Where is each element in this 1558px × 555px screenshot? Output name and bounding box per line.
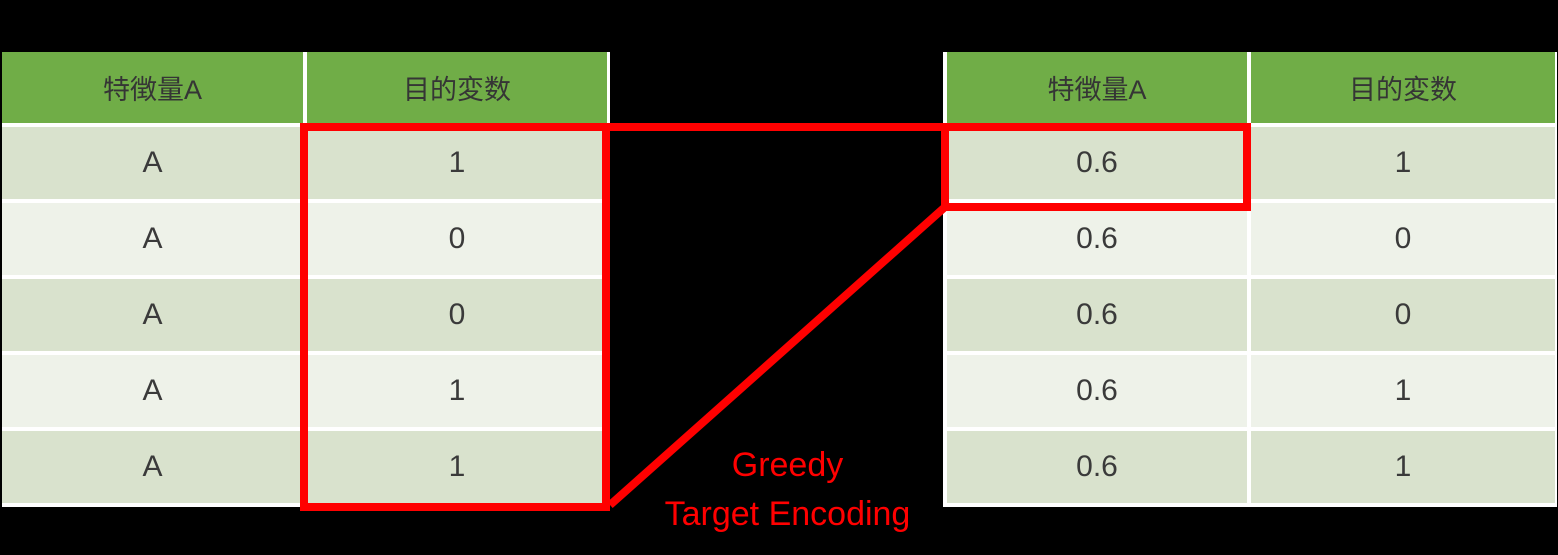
source-table: 特徴量A 目的変数 A 1 A 0 A 0 A 1 A 1: [2, 52, 610, 507]
encoding-method-label-line2: Target Encoding: [664, 495, 911, 533]
table-cell: 0: [1251, 203, 1555, 275]
table-cell: A: [2, 431, 303, 503]
table-cell: A: [2, 203, 303, 275]
table-cell: 0: [307, 203, 607, 275]
table-cell: 1: [307, 431, 607, 503]
table-cell: 1: [307, 355, 607, 427]
encoded-table: 特徴量A 目的変数 0.6 1 0.6 0 0.6 0 0.6 1 0.6 1: [943, 52, 1557, 507]
table-cell: A: [2, 355, 303, 427]
encoded-table-header-target: 目的変数: [1251, 52, 1555, 123]
table-cell: 0.6: [947, 431, 1247, 503]
encoded-table-header-feature: 特徴量A: [947, 52, 1247, 123]
source-table-header-target: 目的変数: [307, 52, 607, 123]
table-cell: 0.6: [947, 279, 1247, 351]
encoding-method-label: Greedy Target Encoding: [615, 441, 960, 539]
table-cell: 1: [307, 127, 607, 199]
table-cell: 1: [1251, 431, 1555, 503]
table-cell: 0.6: [947, 203, 1247, 275]
table-cell: 0: [1251, 279, 1555, 351]
table-cell: 1: [1251, 355, 1555, 427]
table-cell: 1: [1251, 127, 1555, 199]
table-cell: 0.6: [947, 127, 1247, 199]
table-cell: 0: [307, 279, 607, 351]
encoding-method-label-line1: Greedy: [731, 446, 844, 484]
table-cell: 0.6: [947, 355, 1247, 427]
table-cell: A: [2, 279, 303, 351]
source-table-header-feature: 特徴量A: [2, 52, 303, 123]
table-cell: A: [2, 127, 303, 199]
